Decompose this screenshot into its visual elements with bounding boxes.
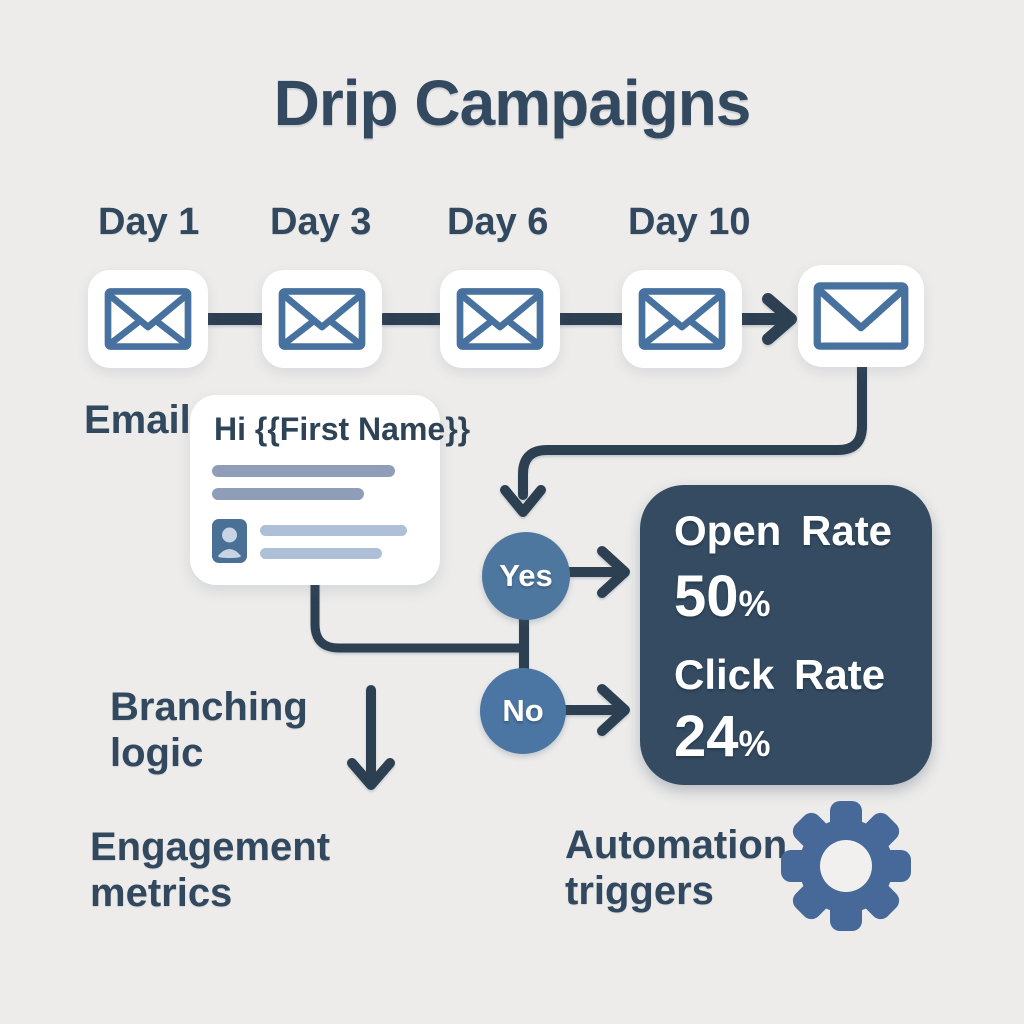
percent-sign: %: [738, 583, 771, 624]
envelope-icon: [638, 288, 726, 350]
text-placeholder-bar: [212, 465, 395, 477]
page-title: Drip Campaigns: [273, 67, 752, 139]
metrics-panel: Open Rate 50% Click Rate 24%: [640, 485, 932, 785]
email-step-card-3: [440, 270, 560, 368]
no-node: No: [480, 668, 566, 754]
text-placeholder-bar: [260, 548, 382, 559]
email-step-card-5: [798, 265, 924, 367]
day-label-1: Day 1: [98, 201, 200, 243]
down-arrowhead-icon: [347, 758, 395, 790]
email-step-card-1: [88, 270, 208, 368]
yes-node: Yes: [482, 532, 570, 620]
flow-line-to-branch: [518, 362, 867, 500]
email-greeting: Hi {{First Name}}: [214, 411, 471, 447]
down-arrowhead-icon: [500, 485, 546, 517]
open-rate-label: Open Rate: [674, 507, 893, 554]
day-label-3: Day 6: [447, 201, 549, 243]
right-arrowhead-icon: [597, 684, 630, 736]
right-arrowhead-icon: [762, 293, 797, 345]
day-label-2: Day 3: [270, 201, 372, 243]
percent-sign: %: [738, 723, 771, 764]
person-icon: [218, 527, 241, 558]
click-rate-value: 24%: [674, 704, 771, 769]
caption-branching-logic: Branching logic: [110, 685, 308, 775]
click-rate-label: Click Rate: [674, 651, 886, 698]
gear-icon: [781, 801, 911, 931]
caption-engagement-metrics: Engagement metrics: [90, 825, 331, 915]
envelope-icon: [813, 282, 909, 350]
envelope-icon: [456, 288, 544, 350]
envelope-icon: [104, 288, 192, 350]
text-placeholder-bar: [212, 488, 364, 500]
right-arrowhead-icon: [597, 546, 630, 598]
open-rate-value: 50%: [674, 564, 771, 629]
email-step-card-2: [262, 270, 382, 368]
email-label: Email: [84, 398, 191, 442]
avatar: [212, 519, 247, 563]
no-node-label: No: [502, 693, 544, 728]
day-label-4: Day 10: [628, 201, 751, 243]
email-preview-card: Hi {{First Name}}: [190, 395, 470, 585]
envelope-icon: [278, 288, 366, 350]
caption-automation-triggers: Automation triggers: [565, 823, 788, 913]
email-step-card-4: [622, 270, 742, 368]
yes-node-label: Yes: [499, 558, 553, 593]
text-placeholder-bar: [260, 525, 407, 536]
